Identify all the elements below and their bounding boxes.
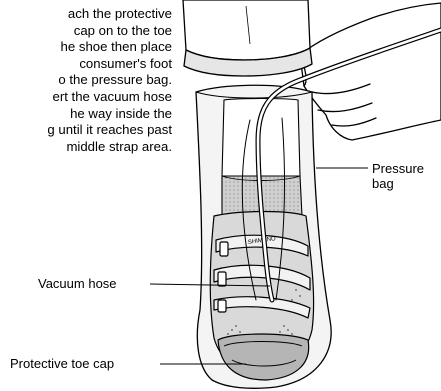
vacuum-hose-label: Vacuum hose: [38, 276, 117, 291]
pressure-bag-label-line2: bag: [372, 176, 424, 191]
pressure-bag-label: Pressure bag: [372, 161, 424, 191]
pressure-bag-label-line1: Pressure: [372, 161, 424, 176]
protective-toe-cap-label: Protective toe cap: [10, 356, 114, 371]
leg-illustration: [183, 0, 312, 76]
